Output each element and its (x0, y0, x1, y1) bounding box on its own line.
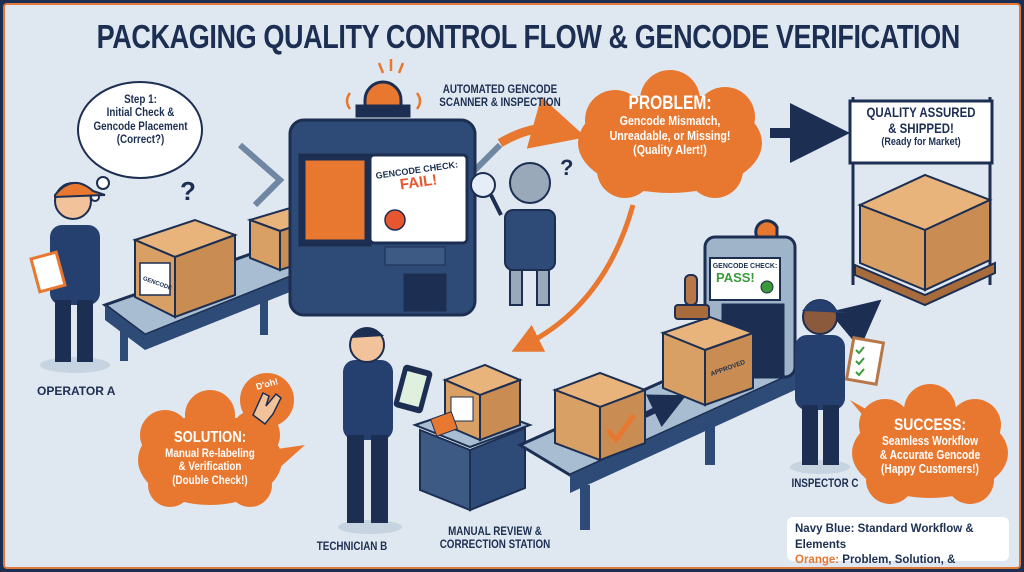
pass-status: PASS! (716, 269, 755, 285)
solution-text: SOLUTION: Manual Re-labeling & Verificat… (149, 429, 272, 487)
shipped-sign-text: QUALITY ASSURED & SHIPPED! (Ready for Ma… (860, 104, 981, 149)
solution-line: & Verification (178, 459, 242, 474)
problem-line: (Quality Alert!) (633, 142, 707, 158)
color-legend: Navy Blue: Standard Workflow & Elements … (787, 517, 1009, 566)
pass-screen-title: GENCODE CHECK: (712, 263, 778, 270)
problem-line: Gencode Mismatch, (619, 113, 721, 129)
operator-a-figure: ? (29, 176, 196, 373)
scanner-label-line: SCANNER & INSPECTION (439, 95, 561, 110)
cardboard-box-gencode (132, 218, 238, 319)
station-label: MANUAL REVIEW & CORRECTION STATION (438, 524, 553, 552)
technician-b-figure (338, 327, 433, 534)
correction-station (412, 363, 533, 512)
page-title: PACKAGING QUALITY CONTROL FLOW & GENCODE… (96, 18, 961, 55)
legend-orange: Orange: Problem, Solution, & Warning (795, 553, 1001, 567)
success-title: SUCCESS: (893, 415, 967, 434)
problem-line: Unreadable, or Missing! (609, 127, 731, 143)
alarm-rays-icon (345, 59, 422, 110)
solution-cloud (138, 373, 305, 507)
step1-bubble-text: Step 1: Initial Check & Gencode Placemen… (93, 92, 188, 147)
cardboard-box-approved (660, 274, 756, 407)
pallet-of-boxes (854, 173, 996, 307)
solution-title: SOLUTION: (173, 429, 247, 446)
pass-screen: GENCODE CHECK: PASS! (708, 263, 782, 285)
flow-arrow-to-problem (497, 96, 587, 149)
legend-navy: Navy Blue: Standard Workflow & Elements (795, 522, 1001, 553)
station-label-line: MANUAL REVIEW & (448, 524, 542, 538)
scanner-label: AUTOMATED GENCODE SCANNER & INSPECTION (439, 82, 562, 110)
shipped-title: & SHIPPED! (888, 119, 954, 136)
shipped-title: QUALITY ASSURED (866, 104, 976, 120)
step1-line: (Correct?) (116, 132, 165, 147)
solution-line: (Double Check!) (172, 472, 248, 487)
inspection-robot: ? (470, 155, 573, 306)
legend-orange-text: Problem, Solution, & Warning (842, 554, 956, 567)
success-line: (Happy Customers!) (881, 462, 979, 477)
flow-arrow-from-inspector (829, 299, 882, 349)
problem-title: PROBLEM: (628, 93, 712, 114)
shipped-subtitle: (Ready for Market) (881, 136, 961, 149)
station-label-line: CORRECTION STATION (439, 537, 551, 552)
inspector-c-figure (790, 299, 886, 474)
step1-title: Step 1: (124, 92, 157, 106)
success-text: SUCCESS: Seamless Workflow & Accurate Ge… (864, 415, 995, 476)
step1-line: Initial Check & (106, 105, 175, 120)
success-line: & Accurate Gencode (879, 448, 981, 463)
illustration: ? ? (29, 59, 1008, 534)
flow-arrow-to-solution (511, 204, 636, 352)
inspector-c-label: INSPECTOR C (791, 476, 859, 490)
infographic-frame: ? ? (3, 3, 1021, 569)
svg-text:?: ? (560, 155, 573, 180)
operator-a-label: OPERATOR A (37, 384, 116, 398)
success-line: Seamless Workflow (881, 434, 979, 449)
thought-bubble (77, 81, 203, 202)
gencode-scanner-machine (238, 80, 503, 317)
problem-text: PROBLEM: Gencode Mismatch, Unreadable, o… (592, 93, 748, 158)
problem-cloud (578, 70, 762, 198)
cardboard-box-checked (552, 371, 648, 462)
technician-b-label: TECHNICIAN B (316, 539, 388, 553)
solution-line: Manual Re-labeling (165, 445, 255, 460)
legend-navy-text: Standard Workflow & Elements (795, 523, 974, 551)
success-cloud (850, 384, 1008, 504)
step1-line: Gencode Placement (93, 118, 188, 133)
hand-icon (252, 391, 282, 426)
svg-text:?: ? (180, 176, 196, 206)
legend-orange-key: Orange: (795, 554, 840, 567)
legend-navy-key: Navy Blue: (795, 523, 855, 535)
scanner-label-line: AUTOMATED GENCODE (442, 82, 558, 96)
